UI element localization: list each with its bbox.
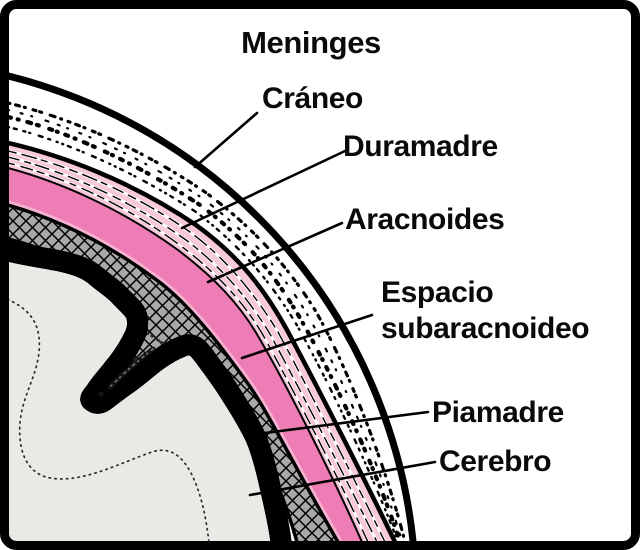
- leader-aracnoides: [206, 221, 344, 284]
- brain-dotted-contour: [8, 296, 210, 542]
- dura-mater-band: [8, 140, 398, 542]
- label-espacio-subaracnoideo: Espacio subaracnoideo: [381, 276, 590, 345]
- diagram-title: Meninges: [241, 25, 381, 60]
- label-cerebro: Cerebro: [439, 445, 552, 478]
- pia-mater-membrane: [8, 240, 292, 542]
- leader-craneo: [193, 111, 259, 169]
- label-piamadre: Piamadre: [432, 396, 564, 429]
- leader-piamadre: [255, 410, 430, 436]
- label-aracnoides: Aracnoides: [345, 203, 505, 236]
- leader-duramadre: [180, 149, 347, 230]
- brain-region: [8, 251, 281, 542]
- leader-cerebro: [248, 460, 437, 497]
- dura-striations: [8, 149, 387, 542]
- label-duramadre: Duramadre: [343, 130, 498, 163]
- leader-espacio: [240, 313, 374, 360]
- leader-lines: [180, 111, 437, 497]
- label-craneo: Cráneo: [262, 82, 363, 115]
- skull-inner-line: [8, 140, 398, 542]
- sulcus-slit: [98, 346, 156, 397]
